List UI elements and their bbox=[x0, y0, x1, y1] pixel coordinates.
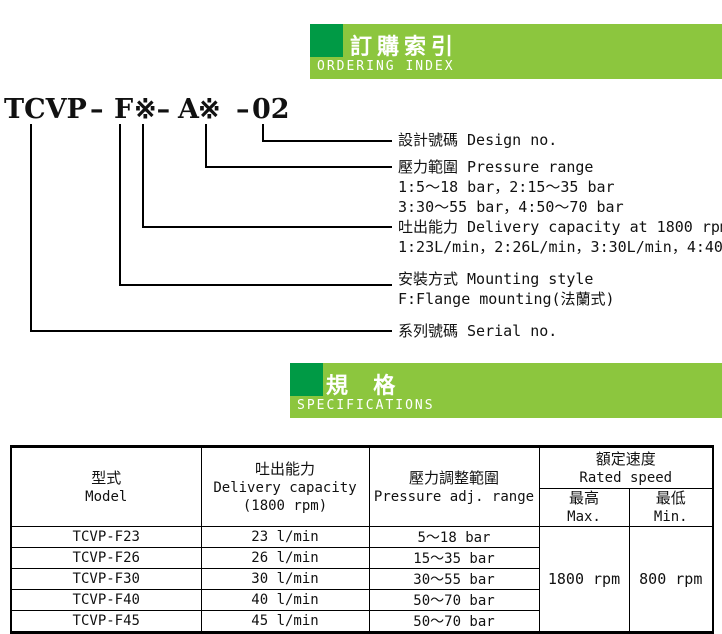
pressure-cell: 50～70 bar bbox=[368, 589, 540, 611]
header-model: 型式 Model bbox=[10, 446, 202, 527]
model-code-token: ※ bbox=[198, 94, 221, 125]
header-line: (1800 rpm) bbox=[242, 497, 328, 514]
header-line: Delivery capacity bbox=[213, 479, 357, 496]
banner-subtitle: ORDERING INDEX bbox=[317, 59, 455, 74]
connector-line bbox=[205, 166, 392, 168]
header-line: 額定速度 bbox=[595, 449, 656, 468]
model-code-token: F bbox=[114, 94, 134, 125]
model-code-token: TCVP bbox=[4, 94, 87, 125]
callout-line: F:Flange mounting(法蘭式) bbox=[398, 290, 615, 308]
specifications-table: 型式 Model 吐出能力 Delivery capacity (1800 rp… bbox=[10, 445, 714, 634]
model-cell: TCVP-F26 bbox=[10, 547, 202, 569]
delivery-cell: 45 l/min bbox=[200, 610, 370, 633]
callout-serial-no: 系列號碼 Serial no. bbox=[398, 321, 557, 341]
table-row: TCVP-F40 40 l/min 50～70 bar bbox=[10, 589, 713, 611]
delivery-cell: 30 l/min bbox=[200, 568, 370, 590]
callout-delivery-capacity: 吐出能力 Delivery capacity at 1800 rpm 1:23L… bbox=[398, 217, 722, 257]
callout-design-no: 設計號碼 Design no. bbox=[398, 130, 557, 150]
model-code-token: A bbox=[178, 94, 199, 125]
model-code-token: ※– bbox=[134, 94, 171, 125]
callout-line: 壓力範圍 Pressure range bbox=[398, 158, 594, 176]
header-line: 最高 bbox=[568, 489, 599, 507]
header-pressure: 壓力調整範圍 Pressure adj. range bbox=[368, 446, 540, 527]
pressure-cell: 50～70 bar bbox=[368, 610, 540, 633]
delivery-cell: 40 l/min bbox=[200, 589, 370, 611]
banner-subtitle: SPECIFICATIONS bbox=[297, 398, 435, 413]
header-line: Model bbox=[85, 488, 128, 505]
connector-line bbox=[205, 124, 207, 168]
header-line: 最低 bbox=[655, 489, 686, 507]
callout-line: 設計號碼 Design no. bbox=[398, 131, 558, 149]
delivery-cell: 26 l/min bbox=[200, 547, 370, 569]
connector-line bbox=[262, 140, 392, 142]
header-line: Pressure adj. range bbox=[373, 488, 535, 505]
banner-title: 規 格 bbox=[326, 374, 402, 399]
header-max: 最高 Max. bbox=[538, 488, 630, 527]
header-rated-speed: 額定速度 Rated speed bbox=[538, 446, 714, 489]
specifications-banner: 規 格 SPECIFICATIONS bbox=[290, 363, 722, 418]
model-cell: TCVP-F23 bbox=[10, 526, 202, 548]
banner-accent-square bbox=[310, 24, 343, 57]
header-min: 最低 Min. bbox=[628, 488, 714, 527]
header-line: 壓力調整範圍 bbox=[408, 468, 499, 487]
model-code-token: – bbox=[90, 94, 104, 125]
header-line: Min. bbox=[653, 509, 688, 525]
connector-line bbox=[119, 284, 392, 286]
model-cell: TCVP-F30 bbox=[10, 568, 202, 590]
delivery-cell: 23 l/min bbox=[200, 526, 370, 548]
header-line: 吐出能力 bbox=[254, 459, 315, 478]
callout-pressure-range: 壓力範圍 Pressure range 1:5～18 bar，2:15～35 b… bbox=[398, 157, 624, 217]
header-delivery: 吐出能力 Delivery capacity (1800 rpm) bbox=[200, 446, 370, 527]
table-row: TCVP-F26 26 l/min 15～35 bar bbox=[10, 547, 713, 569]
connector-line bbox=[30, 124, 32, 332]
pressure-cell: 15～35 bar bbox=[368, 547, 540, 569]
model-code-token: – bbox=[236, 94, 250, 125]
model-code-token: 02 bbox=[252, 94, 290, 125]
model-cell: TCVP-F45 bbox=[10, 610, 202, 633]
pressure-cell: 30～55 bar bbox=[368, 568, 540, 590]
connector-line bbox=[119, 124, 121, 286]
callout-mounting-style: 安裝方式 Mounting style F:Flange mounting(法蘭… bbox=[398, 269, 615, 309]
callout-line: 3:30～55 bar，4:50～70 bar bbox=[398, 198, 624, 216]
rated-min-cell: 800 rpm bbox=[628, 526, 714, 633]
connector-line bbox=[142, 226, 392, 228]
ordering-index-banner: 訂購索引 ORDERING INDEX bbox=[310, 24, 722, 79]
callout-line: 安裝方式 Mounting style bbox=[398, 270, 594, 288]
callout-line: 系列號碼 Serial no. bbox=[398, 322, 558, 340]
table-row: TCVP-F23 23 l/min 5～18 bar 1800 rpm 800 … bbox=[10, 526, 714, 633]
header-line: Rated speed bbox=[579, 469, 673, 486]
pressure-cell: 5～18 bar bbox=[368, 526, 540, 548]
rated-max-cell: 1800 rpm bbox=[538, 526, 630, 633]
header-line: 型式 bbox=[91, 468, 122, 487]
connector-line bbox=[142, 124, 144, 228]
connector-line bbox=[262, 124, 264, 142]
table-row: TCVP-F30 30 l/min 30～55 bar bbox=[10, 568, 713, 590]
callout-line: 1:23L/min，2:26L/min，3:30L/min，4:40L/min bbox=[398, 238, 722, 256]
model-cell: TCVP-F40 bbox=[10, 589, 202, 611]
banner-accent-square bbox=[290, 363, 323, 396]
callout-line: 吐出能力 Delivery capacity at 1800 rpm bbox=[398, 218, 722, 236]
connector-line bbox=[30, 330, 392, 332]
callout-line: 1:5～18 bar，2:15～35 bar bbox=[398, 178, 615, 196]
banner-title: 訂購索引 bbox=[350, 35, 459, 60]
header-line: Max. bbox=[567, 509, 601, 525]
